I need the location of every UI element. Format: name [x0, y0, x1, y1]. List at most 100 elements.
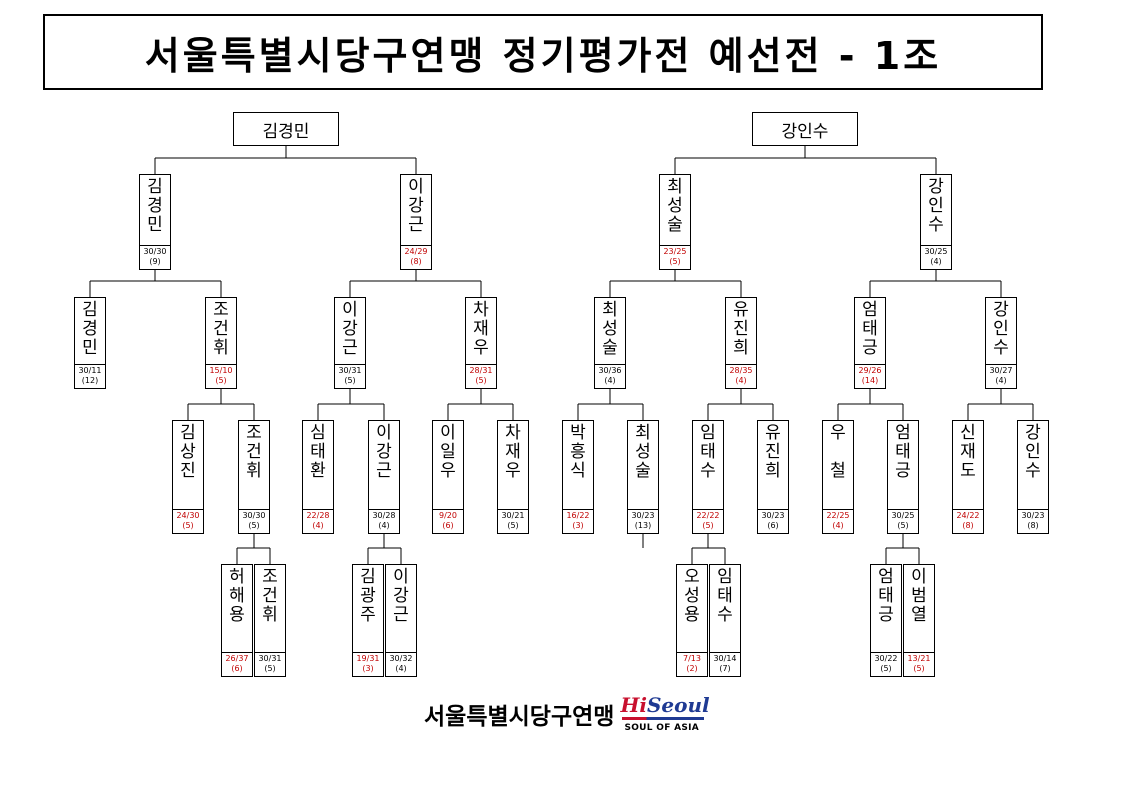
player-score: 13/21(5): [904, 652, 934, 676]
score-points: 15/10: [209, 366, 233, 375]
score-points: 28/35: [729, 366, 753, 375]
score-innings: (8): [962, 521, 974, 530]
player-score: 9/20(6): [433, 509, 463, 533]
player-score: 26/37(6): [222, 652, 252, 676]
score-points: 30/31: [338, 366, 362, 375]
score-innings: (4): [378, 521, 390, 530]
score-points: 22/22: [696, 511, 720, 520]
score-innings: (4): [832, 521, 844, 530]
player-score: 30/31(5): [255, 652, 285, 676]
score-innings: (13): [634, 521, 652, 530]
player-score: 30/23(8): [1018, 509, 1048, 533]
player-score: 30/32(4): [386, 652, 416, 676]
score-points: 30/22: [874, 654, 898, 663]
score-points: 30/32: [389, 654, 413, 663]
score-points: 22/25: [826, 511, 850, 520]
score-innings: (2): [686, 664, 698, 673]
winner-box-right: 강인수: [752, 112, 858, 146]
player-score: 16/22(3): [563, 509, 593, 533]
player-score: 30/27(4): [986, 364, 1016, 388]
score-innings: (6): [231, 664, 243, 673]
player-score: 24/30(5): [173, 509, 203, 533]
winner-box-left: 김경민: [233, 112, 339, 146]
score-points: 30/31: [258, 654, 282, 663]
score-innings: (3): [362, 664, 374, 673]
score-innings: (5): [913, 664, 925, 673]
player-score: 28/35(4): [726, 364, 756, 388]
score-points: 30/28: [372, 511, 396, 520]
score-points: 19/31: [356, 654, 380, 663]
score-points: 30/14: [713, 654, 737, 663]
hi-seoul-logo: HiSeoul SOUL OF ASIA: [620, 693, 710, 733]
score-points: 24/29: [404, 247, 428, 256]
score-points: 9/20: [439, 511, 457, 520]
player-score: 30/30(9): [140, 245, 170, 269]
player-score: 23/25(5): [660, 245, 690, 269]
score-points: 30/11: [78, 366, 102, 375]
score-innings: (5): [702, 521, 714, 530]
score-innings: (4): [930, 257, 942, 266]
winner-name: 강인수: [781, 121, 829, 142]
score-points: 26/37: [225, 654, 249, 663]
player-score: 30/11(12): [75, 364, 105, 388]
player-score: 19/31(3): [353, 652, 383, 676]
page-title: 서울특별시당구연맹 정기평가전 예선전 - 1조: [144, 33, 942, 78]
score-innings: (4): [995, 376, 1007, 385]
score-points: 24/22: [956, 511, 980, 520]
score-points: 28/31: [469, 366, 493, 375]
score-innings: (5): [475, 376, 487, 385]
player-score: 29/26(14): [855, 364, 885, 388]
player-score: 30/36(4): [595, 364, 625, 388]
player-name: 우 철: [830, 423, 846, 481]
score-points: 7/13: [683, 654, 701, 663]
score-innings: (14): [861, 376, 879, 385]
title-box: 서울특별시당구연맹 정기평가전 예선전 - 1조: [43, 14, 1043, 90]
player-score: 30/23(13): [628, 509, 658, 533]
player-score: 22/22(5): [693, 509, 723, 533]
score-innings: (8): [410, 257, 422, 266]
score-points: 30/36: [598, 366, 622, 375]
score-points: 29/26: [858, 366, 882, 375]
score-innings: (6): [767, 521, 779, 530]
player-score: 30/30(5): [239, 509, 269, 533]
player-score: 15/10(5): [206, 364, 236, 388]
player-score: 30/31(5): [335, 364, 365, 388]
score-innings: (4): [735, 376, 747, 385]
score-points: 30/30: [242, 511, 266, 520]
score-innings: (8): [1027, 521, 1039, 530]
score-points: 22/28: [306, 511, 330, 520]
score-innings: (5): [897, 521, 909, 530]
score-points: 13/21: [907, 654, 931, 663]
